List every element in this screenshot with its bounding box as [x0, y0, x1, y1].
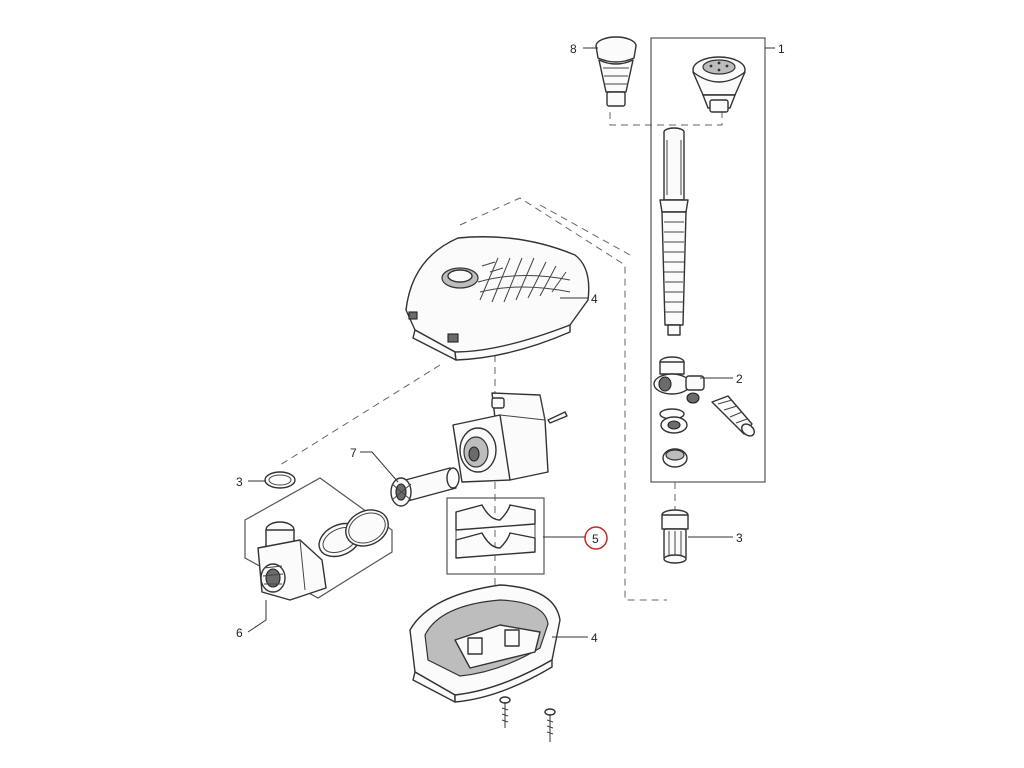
hose-tail-connector: [711, 395, 755, 437]
nozzle-cap-small: [595, 36, 637, 107]
foot-pads: [455, 504, 536, 559]
callout-part-3-right: 3: [736, 531, 743, 545]
callout-part-3-left: 3: [236, 475, 243, 489]
pump-housing-frame: [244, 477, 393, 599]
callout-part-6: 6: [236, 626, 243, 640]
strainer-cover-top: [405, 236, 590, 361]
callout-part-5: 5: [592, 532, 599, 546]
callout-part-8: 8: [570, 42, 577, 56]
highlight-ring: [584, 526, 608, 550]
screw-1: [499, 696, 511, 728]
callout-part-4-bottom: 4: [591, 631, 598, 645]
nozzle-set-frame: [650, 37, 766, 483]
t-diverter-valve: [653, 356, 705, 468]
adapter-fitting: [661, 509, 689, 564]
screws: [499, 696, 556, 742]
callout-leaders: [247, 47, 775, 638]
impeller: [390, 467, 460, 507]
motor-block: [452, 392, 568, 483]
foot-set-frame: [446, 497, 545, 575]
bracket-frames: [244, 37, 766, 599]
callout-part-1: 1: [778, 42, 785, 56]
pump-housing: [257, 521, 327, 601]
callout-part-2: 2: [736, 372, 743, 386]
assembly-lines: [279, 112, 723, 640]
telescopic-pipe: [659, 127, 689, 336]
strainer-base: [409, 584, 561, 703]
screw-2: [544, 708, 556, 742]
o-rings: [264, 471, 389, 558]
callout-part-4-top: 4: [591, 292, 598, 306]
callout-labels: 8 1 2 3 3 4 4 6 7 5: [236, 42, 785, 645]
callout-part-7: 7: [350, 446, 357, 460]
spray-nozzle-large: [692, 56, 746, 113]
